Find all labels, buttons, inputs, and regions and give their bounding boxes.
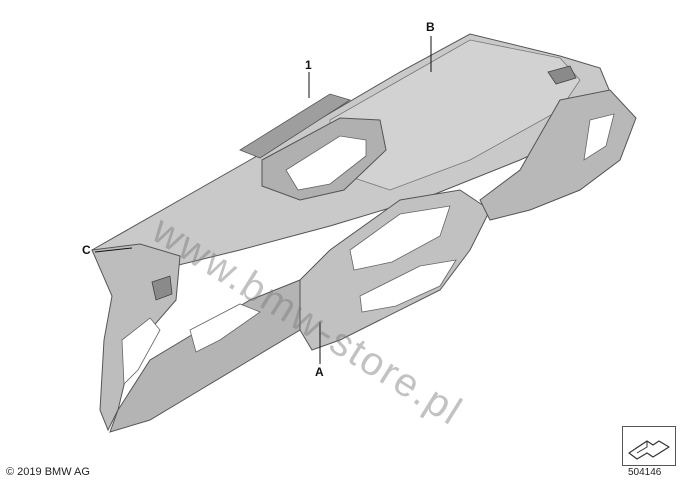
callout-1: 1 bbox=[305, 58, 312, 72]
direction-arrow-icon bbox=[628, 440, 670, 460]
figure-number: 504146 bbox=[628, 467, 662, 478]
instrument-cluster-opening bbox=[285, 135, 367, 191]
center-support-frame bbox=[299, 189, 491, 351]
right-air-vent bbox=[547, 65, 577, 85]
callout-a: A bbox=[315, 365, 324, 379]
left-air-vent bbox=[151, 275, 173, 301]
defroster-ridge bbox=[239, 93, 351, 159]
center-frame-opening-lower bbox=[359, 259, 457, 313]
copyright-text: © 2019 BMW AG bbox=[6, 466, 90, 478]
callout-b: B bbox=[426, 20, 435, 34]
callout-c: C bbox=[82, 243, 91, 257]
right-end-opening bbox=[583, 113, 615, 161]
knee-panel-opening bbox=[189, 303, 261, 353]
orientation-box bbox=[622, 426, 676, 466]
center-frame-opening-upper bbox=[349, 205, 451, 271]
left-bracket-opening bbox=[121, 317, 161, 385]
leader-line-c bbox=[94, 247, 133, 253]
